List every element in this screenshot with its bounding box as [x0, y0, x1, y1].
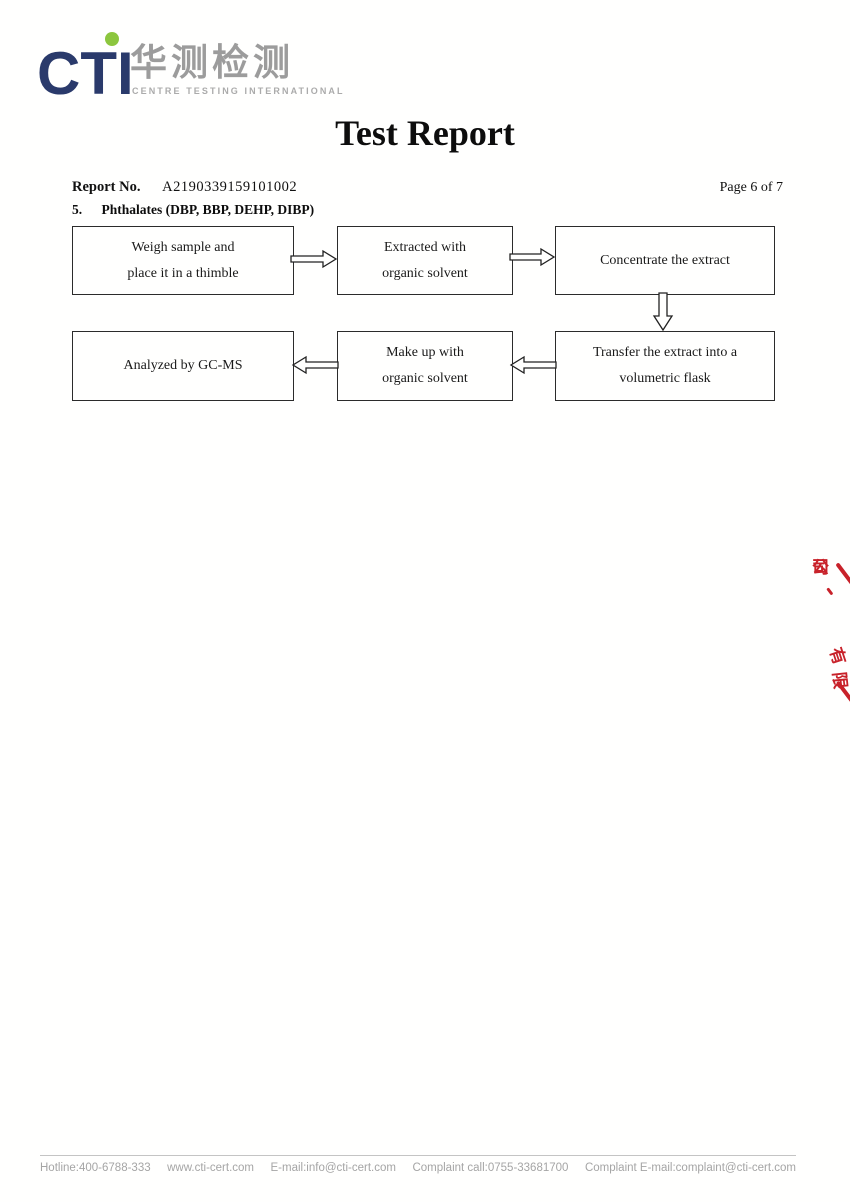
footer-divider	[40, 1155, 796, 1156]
flow-box-line: Analyzed by GC-MS	[123, 358, 243, 374]
flow-box-line: Concentrate the extract	[600, 252, 730, 268]
flow-box-weigh-sample: Weigh sample and place it in a thimble	[72, 226, 294, 295]
footer-hotline: Hotline:400-6788-333	[40, 1162, 151, 1174]
seal-arc-top	[835, 562, 850, 586]
cti-logo-dot-icon	[105, 32, 119, 46]
flow-box-line: volumetric flask	[619, 371, 711, 386]
cti-logo-subtitle: CENTRE TESTING INTERNATIONAL	[132, 86, 345, 96]
footer-complaint-email: Complaint E-mail:complaint@cti-cert.com	[584, 1162, 796, 1174]
footer-complaint-call: Complaint call:0755-33681700	[412, 1162, 569, 1174]
flow-box-line: Transfer the extract into a	[592, 345, 738, 361]
seal-char: 有	[824, 645, 850, 668]
report-no-value: A2190339159101002	[162, 179, 298, 195]
footer-contact-row: Hotline:400-6788-333 www.cti-cert.com E-…	[40, 1162, 796, 1174]
section-title: Phthalates (DBP, BBP, DEHP, DIBP)	[101, 202, 315, 217]
cti-logo-chinese-name: 华测检测	[130, 41, 294, 84]
flow-box-line: Weigh sample and	[131, 239, 235, 255]
report-no: Report No. A2190339159101002	[72, 179, 297, 196]
flow-arrow-left-1-icon	[509, 355, 557, 375]
cti-logo-text: CTI	[37, 40, 134, 107]
flow-box-analyzed: Analyzed by GC-MS	[72, 331, 294, 401]
red-company-seal: 有 限 公 司	[812, 560, 850, 710]
flow-arrow-left-2-icon	[291, 355, 339, 375]
page-title: Test Report	[335, 113, 515, 153]
section-number: 5.	[72, 202, 83, 217]
flow-box-transfer: Transfer the extract into a volumetric f…	[555, 331, 775, 401]
seal-char: 司	[812, 558, 829, 578]
report-no-label: Report No.	[72, 179, 141, 195]
flow-arrow-right-1-icon	[290, 249, 338, 269]
flow-box-line: organic solvent	[382, 371, 468, 386]
page-indicator: Page 6 of 7	[719, 180, 783, 195]
footer-email: E-mail:info@cti-cert.com	[270, 1162, 396, 1174]
flow-box-line: Extracted with	[383, 239, 467, 255]
flow-box-make-up: Make up with organic solvent	[337, 331, 513, 401]
section-heading: 5. Phthalates (DBP, BBP, DEHP, DIBP)	[72, 202, 314, 218]
flow-box-line: place it in a thimble	[127, 265, 239, 281]
seal-arc-mark	[826, 587, 834, 596]
footer-website: www.cti-cert.com	[167, 1162, 255, 1174]
cti-logo: CTI 华测检测 CENTRE TESTING INTERNATIONAL	[0, 0, 420, 110]
flow-arrow-right-2-icon	[509, 247, 556, 267]
flow-box-line: organic solvent	[382, 265, 468, 281]
flow-box-concentrate: Concentrate the extract	[555, 226, 775, 295]
seal-char: 公	[812, 558, 829, 578]
flow-box-line: Make up with	[386, 345, 464, 361]
report-header-row: Report No. A2190339159101002 Page 6 of 7	[72, 179, 783, 196]
flow-box-extracted: Extracted with organic solvent	[337, 226, 513, 295]
flow-arrow-down-icon	[652, 292, 674, 332]
